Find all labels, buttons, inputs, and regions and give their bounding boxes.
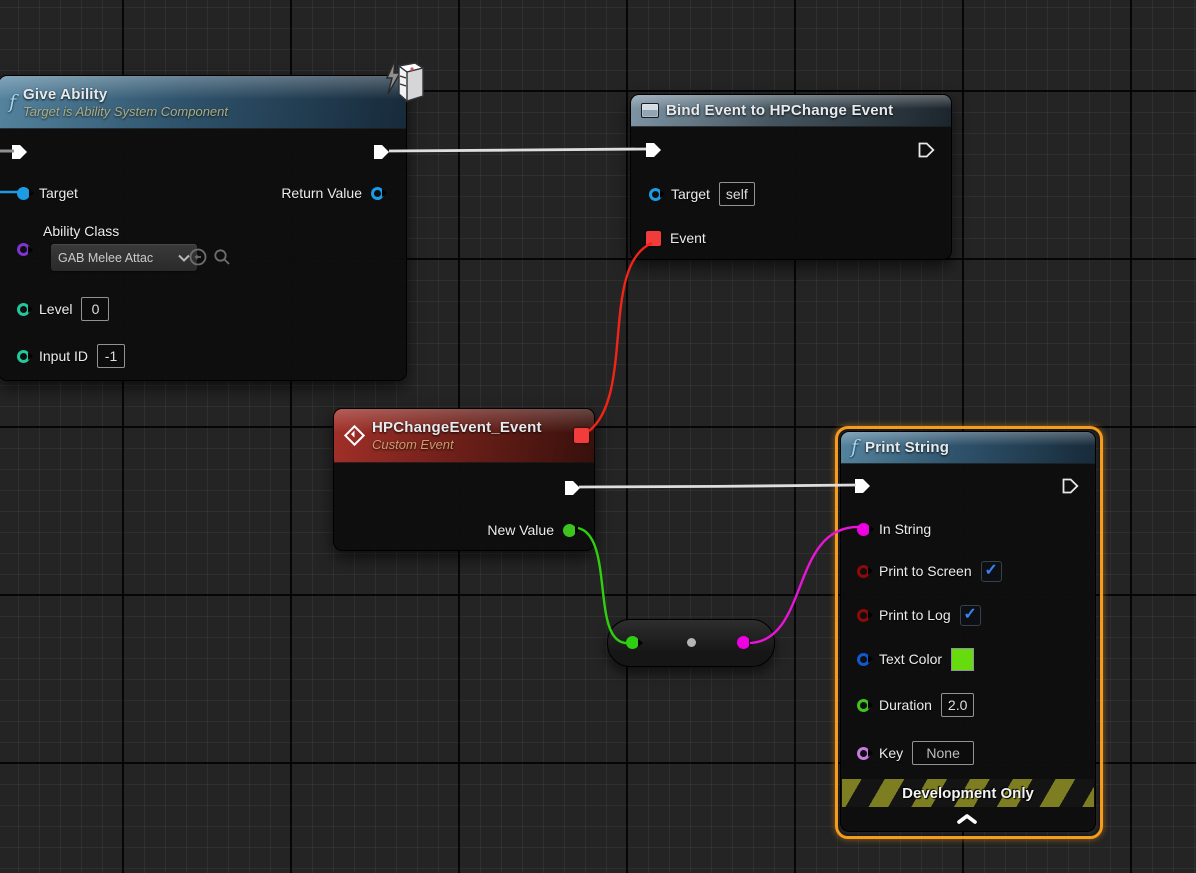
exec-input-pin[interactable]	[854, 478, 871, 494]
search-icon[interactable]	[213, 248, 231, 266]
ability-class-pin[interactable]	[17, 243, 33, 256]
print-to-log-checkbox[interactable]: ✓	[959, 604, 981, 626]
ability-class-value: GAB Melee Attac	[58, 250, 154, 265]
ability-class-label: Ability Class	[43, 223, 120, 239]
key-input[interactable]: None	[912, 741, 975, 765]
exec-input-pin[interactable]	[645, 142, 662, 158]
conversion-node-dot	[687, 638, 696, 647]
custom-event-icon	[343, 424, 366, 447]
node-bind-event[interactable]: Bind Event to HPChange Event Target self…	[630, 94, 952, 260]
check-icon: ✓	[963, 606, 977, 623]
event-delegate-pin[interactable]	[646, 230, 661, 246]
node-bind-event-header[interactable]: Bind Event to HPChange Event	[631, 95, 951, 127]
text-color-pin[interactable]	[857, 652, 873, 666]
key-pin[interactable]	[857, 746, 873, 760]
target-pin-label: Target	[39, 185, 78, 201]
input-id-pin[interactable]	[17, 349, 33, 363]
node-subtitle: Custom Event	[372, 437, 454, 452]
exec-output-pin[interactable]	[564, 480, 581, 496]
node-title: Print String	[865, 439, 950, 456]
function-icon: f	[851, 436, 859, 458]
function-icon: f	[9, 90, 17, 113]
return-value-pin[interactable]	[371, 186, 387, 200]
print-to-log-pin[interactable]	[857, 608, 873, 622]
target-self-input[interactable]: self	[718, 182, 755, 206]
delegate-output-pin[interactable]	[574, 428, 589, 443]
reset-to-default-icon[interactable]	[189, 248, 207, 266]
development-only-banner: Development Only	[842, 779, 1094, 807]
duration-label: Duration	[879, 697, 932, 713]
exec-output-pin[interactable]	[918, 142, 935, 158]
exec-wire-event-to-print	[578, 483, 857, 489]
exec-input-pin[interactable]	[11, 144, 28, 160]
print-to-screen-pin[interactable]	[857, 564, 873, 578]
bind-event-icon	[641, 103, 659, 118]
node-subtitle: Target is Ability System Component	[23, 103, 229, 119]
conversion-node[interactable]	[607, 619, 775, 667]
text-color-label: Text Color	[879, 651, 943, 667]
chevron-down-icon	[178, 254, 190, 262]
in-string-label: In String	[879, 521, 932, 537]
level-input[interactable]: 0	[81, 297, 110, 321]
input-id-input[interactable]: -1	[97, 344, 126, 368]
input-id-label: Input ID	[39, 348, 89, 364]
ability-class-dropdown[interactable]: GAB Melee Attac	[51, 244, 197, 271]
node-title: Give Ability	[23, 85, 108, 103]
conversion-input-pin[interactable]	[626, 636, 643, 649]
node-custom-event-header[interactable]: HPChangeEvent_Event Custom Event	[334, 409, 594, 463]
print-to-log-label: Print to Log	[879, 607, 951, 623]
print-to-screen-checkbox[interactable]: ✓	[980, 560, 1002, 582]
text-color-swatch[interactable]	[951, 647, 975, 671]
node-print-string[interactable]: f Print String In String Print to Screen…	[840, 431, 1096, 832]
node-hpchange-custom-event[interactable]: HPChangeEvent_Event Custom Event New Val…	[333, 408, 595, 551]
exec-output-pin[interactable]	[1062, 478, 1079, 494]
selection-outline: f Print String In String Print to Screen…	[835, 426, 1103, 839]
in-string-pin[interactable]	[857, 522, 874, 536]
duration-pin[interactable]	[857, 698, 873, 712]
target-pin[interactable]	[649, 187, 665, 201]
node-give-ability[interactable]: f Give Ability Target is Ability System …	[0, 75, 407, 381]
target-pin-label: Target	[671, 186, 710, 202]
new-value-pin[interactable]	[563, 523, 580, 537]
delegate-wire	[588, 241, 653, 432]
node-title: HPChangeEvent_Event	[372, 419, 542, 436]
check-icon: ✓	[984, 562, 998, 579]
exec-output-pin[interactable]	[373, 144, 390, 160]
return-value-label: Return Value	[281, 185, 362, 201]
conversion-output-pin[interactable]	[737, 636, 754, 649]
print-to-screen-label: Print to Screen	[879, 563, 972, 579]
exec-wire-give-to-bind	[388, 147, 647, 153]
key-label: Key	[879, 745, 904, 761]
level-pin[interactable]	[17, 302, 33, 316]
latent-node-badge-icon	[383, 56, 427, 106]
level-label: Level	[39, 301, 73, 317]
node-give-ability-header[interactable]: f Give Ability Target is Ability System …	[0, 76, 406, 129]
node-print-string-header[interactable]: f Print String	[841, 432, 1095, 464]
event-pin-label: Event	[670, 230, 706, 246]
target-pin[interactable]	[17, 186, 34, 200]
duration-input[interactable]: 2.0	[940, 693, 975, 717]
collapse-chevron-icon[interactable]	[956, 813, 978, 825]
node-title: Bind Event to HPChange Event	[666, 102, 894, 119]
new-value-label: New Value	[487, 522, 554, 538]
